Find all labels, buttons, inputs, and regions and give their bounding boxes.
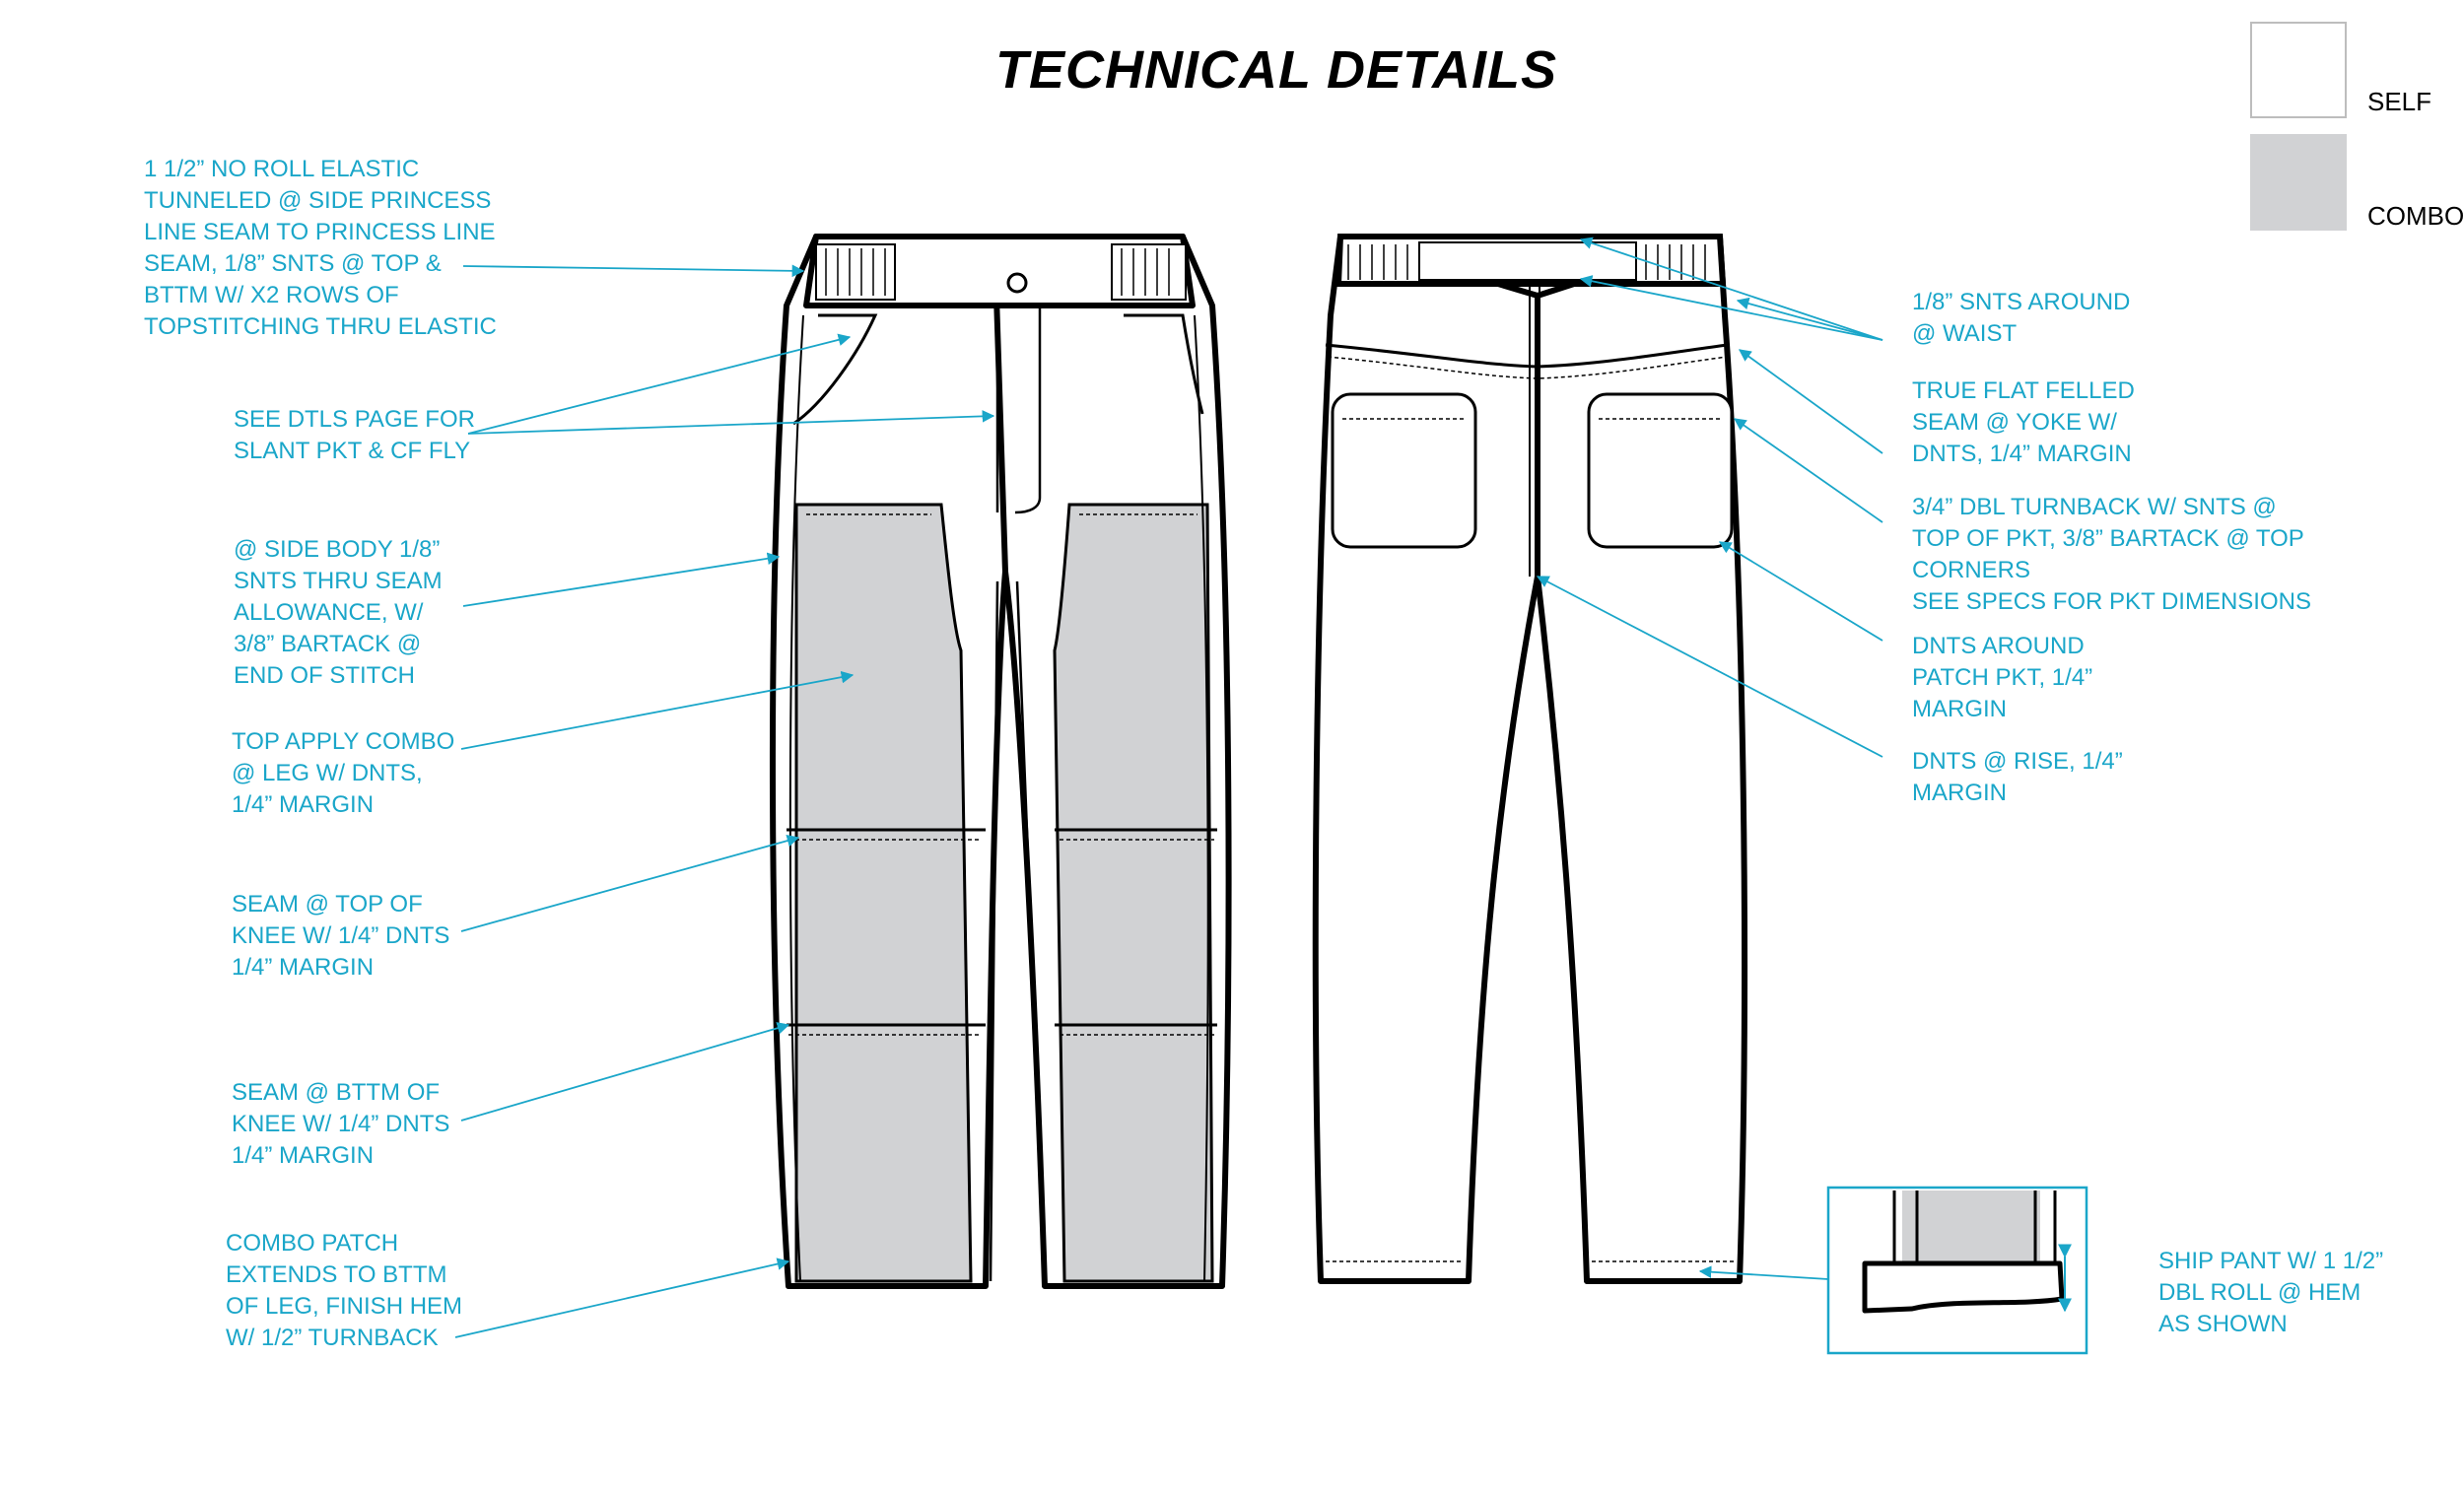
note-waist-snts: 1/8” SNTS AROUND @ WAIST <box>1912 289 2131 347</box>
note-side-body-stitch: @ SIDE BODY 1/8” SNTS THRU SEAM ALLOWANC… <box>234 536 443 689</box>
front-right-combo-panel <box>1053 503 1214 1283</box>
page-title: TECHNICAL DETAILS <box>995 40 1557 100</box>
legend-combo-label: COMBO <box>2367 201 2464 231</box>
front-slant-pocket-right <box>1124 313 1204 415</box>
hem-roll <box>1862 1260 2065 1314</box>
note-rise-dnts: DNTS @ RISE, 1/4” MARGIN <box>1912 748 2123 806</box>
back-pant-view <box>1312 234 1747 1284</box>
note-flat-felled-yoke: TRUE FLAT FELLED SEAM @ YOKE W/ DNTS, 1/… <box>1912 377 2135 467</box>
note-seam-bottom-knee: SEAM @ BTTM OF KNEE W/ 1/4” DNTS 1/4” MA… <box>232 1079 450 1169</box>
note-pocket-turnback: 3/4” DBL TURNBACK W/ SNTS @ TOP OF PKT, … <box>1912 494 2311 615</box>
front-left-combo-panel <box>794 503 973 1283</box>
back-pocket-left <box>1331 392 1477 549</box>
note-elastic-waistband: 1 1/2” NO ROLL ELASTIC TUNNELED @ SIDE P… <box>144 156 497 340</box>
back-pocket-right <box>1587 392 1734 549</box>
note-patch-pocket-dnts: DNTS AROUND PATCH PKT, 1/4” MARGIN <box>1912 633 2093 722</box>
front-pant-view <box>769 234 1232 1289</box>
front-button <box>1006 272 1028 294</box>
note-seam-top-knee: SEAM @ TOP OF KNEE W/ 1/4” DNTS 1/4” MAR… <box>232 891 450 981</box>
note-top-apply-combo: TOP APPLY COMBO @ LEG W/ DNTS, 1/4” MARG… <box>232 728 455 818</box>
note-hem-roll: SHIP PANT W/ 1 1/2” DBL ROLL @ HEM AS SH… <box>2158 1248 2384 1337</box>
back-yoke <box>1325 343 1728 369</box>
front-slant-pocket-left <box>792 313 878 426</box>
note-slant-pocket-fly: SEE DTLS PAGE FOR SLANT PKT & CF FLY <box>234 406 475 464</box>
front-fly <box>995 307 1042 514</box>
legend-self-swatch <box>2250 22 2347 118</box>
legend-self-label: SELF <box>2367 87 2432 116</box>
front-waistband <box>803 234 1196 308</box>
callout-lines <box>454 237 1883 1338</box>
hem-detail-inset <box>1826 1186 2088 1355</box>
legend-combo-swatch <box>2250 134 2347 231</box>
note-combo-patch-hem: COMBO PATCH EXTENDS TO BTTM OF LEG, FINI… <box>226 1230 463 1351</box>
